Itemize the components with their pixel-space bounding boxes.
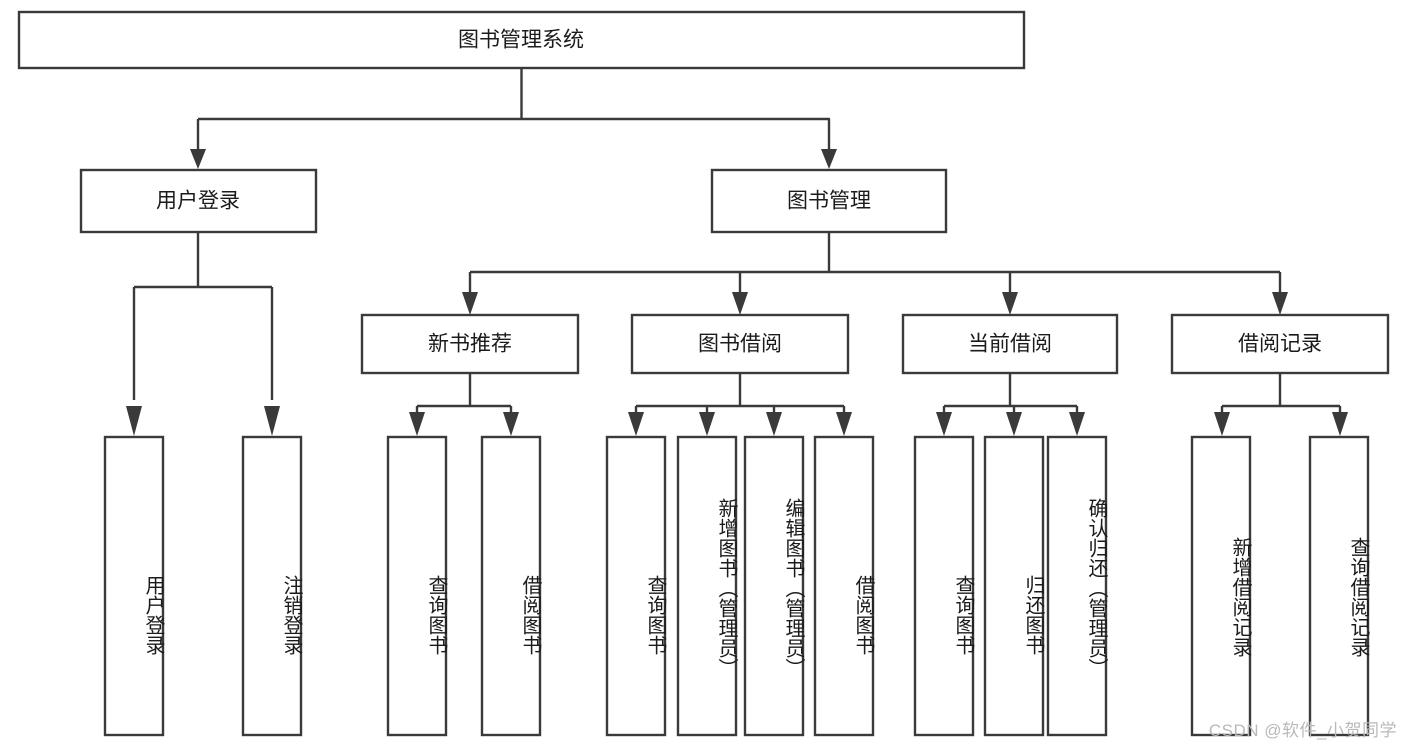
node-new-book-rec[interactable]: 新书推荐 [360,313,580,375]
node-leaf-add-record-box[interactable] [1190,435,1252,737]
node-book-borrow-box[interactable] [630,313,850,375]
node-book-borrow[interactable]: 图书借阅 [630,313,850,375]
node-current-borrow-box[interactable] [901,313,1119,375]
node-leaf-query-book-3-box[interactable] [913,435,975,737]
arrow-leaf-query-record [1332,412,1348,436]
node-leaf-confirm-return-box[interactable] [1046,435,1108,737]
arrow-leaf-add-book [699,412,715,436]
node-root-box[interactable] [17,10,1026,70]
node-root-label: 图书管理系统 [458,29,584,52]
arrow-current-borrow [1002,292,1018,315]
arrow-leaf-user-login [126,406,142,436]
node-user-login-box[interactable] [79,168,318,234]
node-current-borrow-label: 当前借阅 [968,333,1052,356]
arrow-book-borrow [732,292,748,315]
node-user-login-label: 用户登录 [156,190,240,213]
csdn-watermark: CSDN @软件_小贺同学 [1208,721,1397,740]
node-root[interactable]: 图书管理系统 [17,10,1026,70]
node-leaf-user-login-box[interactable] [103,435,165,737]
node-leaf-logout-login-box[interactable] [241,435,303,737]
node-user-login[interactable]: 用户登录 [79,168,318,234]
node-leaf-borrow-book-2-box[interactable] [813,435,875,737]
node-current-borrow[interactable]: 当前借阅 [901,313,1119,375]
arrow-user-login [190,149,206,169]
arrow-leaf-confirm-return [1069,412,1085,436]
arrow-book-manage [821,149,837,169]
node-leaf-borrow-book-1-box[interactable] [480,435,542,737]
node-borrow-record-label: 借阅记录 [1238,333,1322,356]
node-new-book-rec-box[interactable] [360,313,580,375]
node-borrow-record[interactable]: 借阅记录 [1170,313,1390,375]
connector-group [126,68,1348,436]
arrow-leaf-edit-book [766,412,782,436]
arrow-leaf-borrow-book-1 [503,412,519,436]
node-leaf-edit-book-box[interactable] [743,435,805,737]
arrow-leaf-query-book-3 [936,412,952,436]
node-leaf-add-book-box[interactable] [676,435,738,737]
node-book-borrow-label: 图书借阅 [698,333,782,356]
node-leaf-query-record-box[interactable] [1308,435,1370,737]
arrow-leaf-borrow-book-2 [836,412,852,436]
arrow-leaf-query-book-2 [628,412,644,436]
node-leaf-query-book-1-box[interactable] [386,435,448,737]
node-leaf-query-book-2-box[interactable] [605,435,667,737]
arrow-borrow-record [1272,292,1288,315]
leaf-boxes [103,435,1370,737]
node-leaf-return-book-box[interactable] [983,435,1045,737]
node-book-manage-label: 图书管理 [787,190,871,213]
arrow-new-book-rec [462,292,478,315]
arrow-leaf-logout-login [264,406,280,436]
node-book-manage[interactable]: 图书管理 [710,168,948,234]
node-new-book-rec-label: 新书推荐 [428,333,512,356]
arrow-leaf-add-record [1214,412,1230,436]
node-borrow-record-box[interactable] [1170,313,1390,375]
arrow-leaf-query-book-1 [409,412,425,436]
arrow-leaf-return-book [1006,412,1022,436]
node-book-manage-box[interactable] [710,168,948,234]
